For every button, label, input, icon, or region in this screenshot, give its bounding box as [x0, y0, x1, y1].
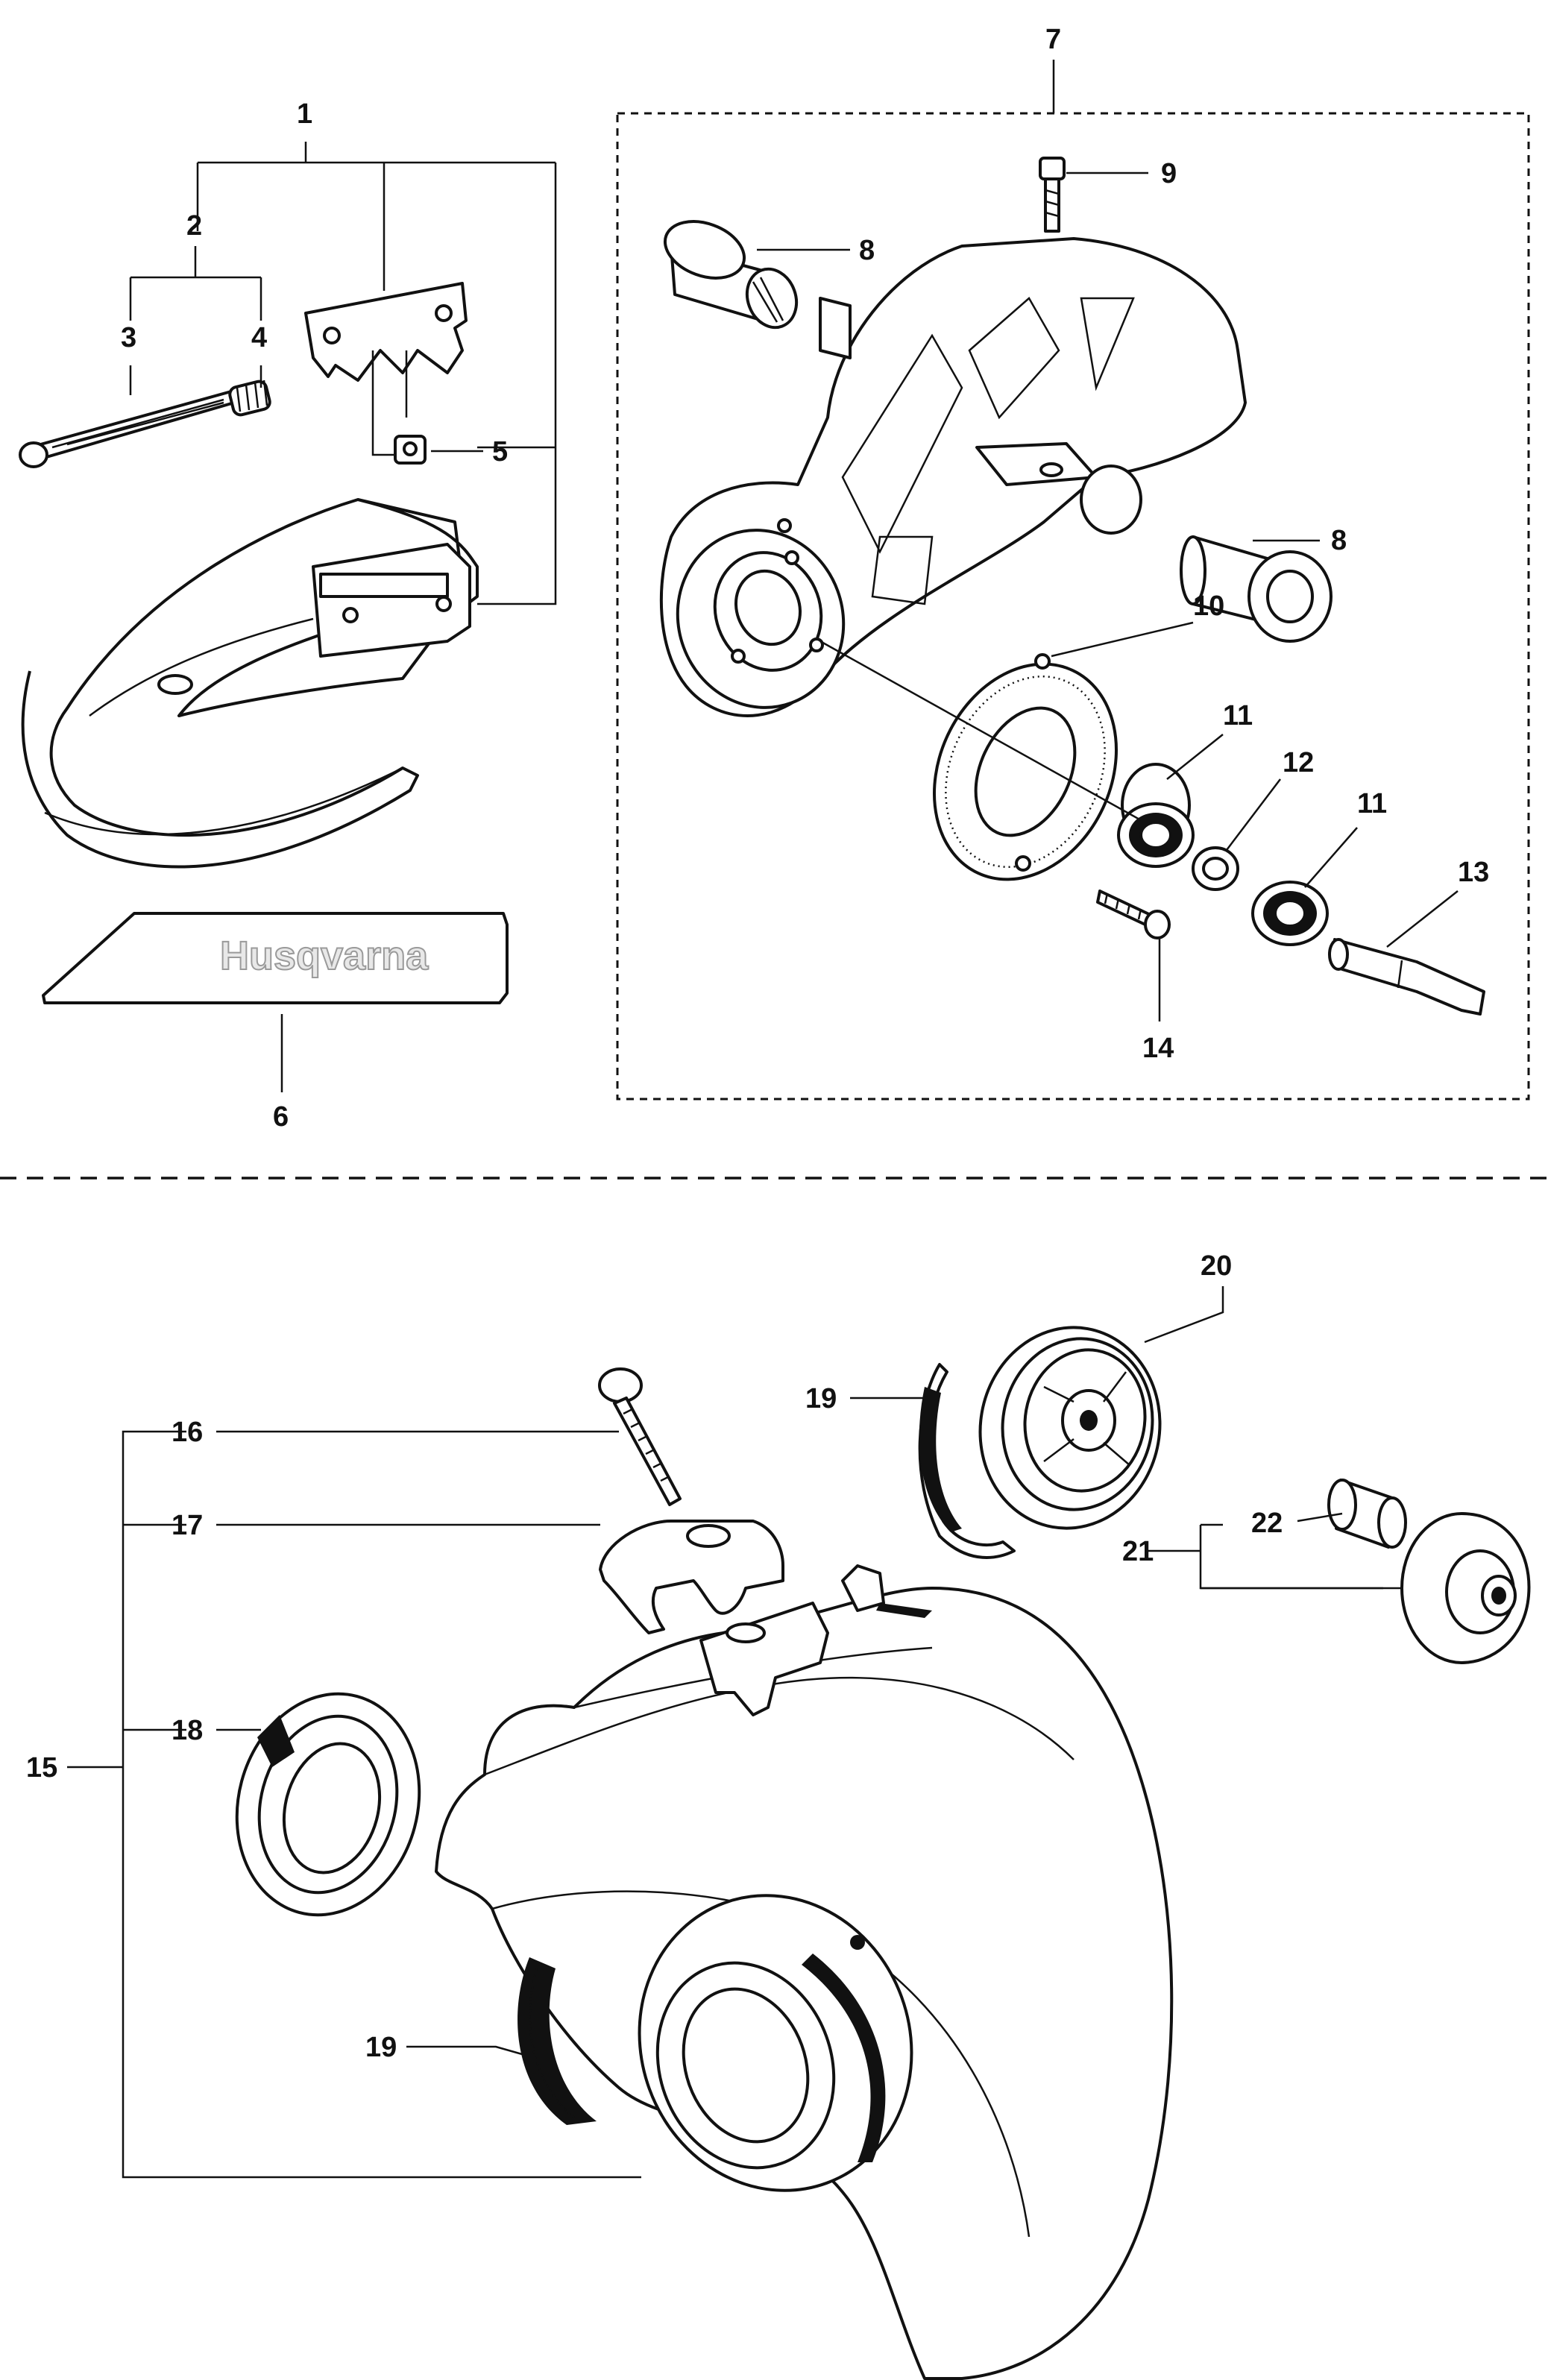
- seal-ring-part: [235, 1692, 421, 1917]
- arm-bolt-part: [1039, 157, 1066, 233]
- callout-4: 4: [251, 322, 267, 353]
- callout-17: 17: [172, 1510, 203, 1541]
- lock-screw-part: [19, 390, 236, 468]
- callout-21: 21: [1122, 1536, 1154, 1567]
- lock-plate-part: [304, 282, 468, 382]
- callout-8b: 8: [1331, 525, 1347, 556]
- callout-labels: 1 2 3 4 5 6 7 8 8 9 10 11 12 11 13 14 15…: [26, 24, 1489, 2063]
- lock-spring-part: [228, 380, 271, 417]
- scale-ring-part: [933, 653, 1118, 881]
- callout-20: 20: [1201, 1250, 1232, 1282]
- callout-16: 16: [172, 1417, 203, 1448]
- drive-wheel-part: [1400, 1512, 1531, 1664]
- guard-bolt-part: [598, 1367, 682, 1506]
- belt-pulley-part: [978, 1326, 1162, 1530]
- callout-11a: 11: [1223, 700, 1253, 731]
- callout-9: 9: [1161, 158, 1177, 189]
- callout-1: 1: [297, 98, 312, 130]
- shaft-part: [1328, 938, 1485, 1016]
- needle-bearing-part: [1327, 1479, 1407, 1549]
- callout-19a: 19: [365, 2032, 397, 2063]
- callout-8a: 8: [859, 235, 875, 266]
- callout-22: 22: [1251, 1508, 1283, 1539]
- callout-12: 12: [1283, 747, 1314, 778]
- callout-3: 3: [121, 322, 136, 353]
- guard-cover-part: [21, 498, 479, 869]
- callout-6: 6: [273, 1101, 289, 1133]
- guard-bracket-part: [599, 1520, 784, 1634]
- callout-7: 7: [1045, 24, 1061, 55]
- belt-part: [918, 1363, 1016, 1559]
- blade-guard-part: [435, 1564, 1174, 2380]
- spacer-part: [1192, 846, 1239, 891]
- callout-5: 5: [492, 436, 508, 468]
- callout-18: 18: [172, 1715, 203, 1746]
- decal-part: Husqvarna: [42, 912, 509, 1004]
- bearing-part: [1117, 763, 1195, 868]
- callout-19b: 19: [805, 1383, 837, 1414]
- callout-15: 15: [26, 1752, 57, 1784]
- cutting-arm-part: [659, 237, 1247, 717]
- sleeve-part: [663, 220, 852, 359]
- assembly-7-boundary: [616, 112, 1530, 1101]
- blade-guard-belt-part: [517, 1957, 597, 2125]
- callout-11b: 11: [1357, 788, 1387, 819]
- lock-nut-part: [394, 435, 427, 465]
- callout-14: 14: [1142, 1033, 1174, 1064]
- callout-10: 10: [1193, 591, 1224, 622]
- screw-part: [1096, 890, 1171, 939]
- callout-13: 13: [1458, 857, 1489, 888]
- leader-lines: [67, 60, 1459, 2179]
- brand-logo: Husqvarna: [220, 934, 429, 978]
- sleeve-part-lower: [1180, 535, 1333, 643]
- callout-2: 2: [186, 210, 202, 242]
- bearing-part-2: [1251, 881, 1329, 946]
